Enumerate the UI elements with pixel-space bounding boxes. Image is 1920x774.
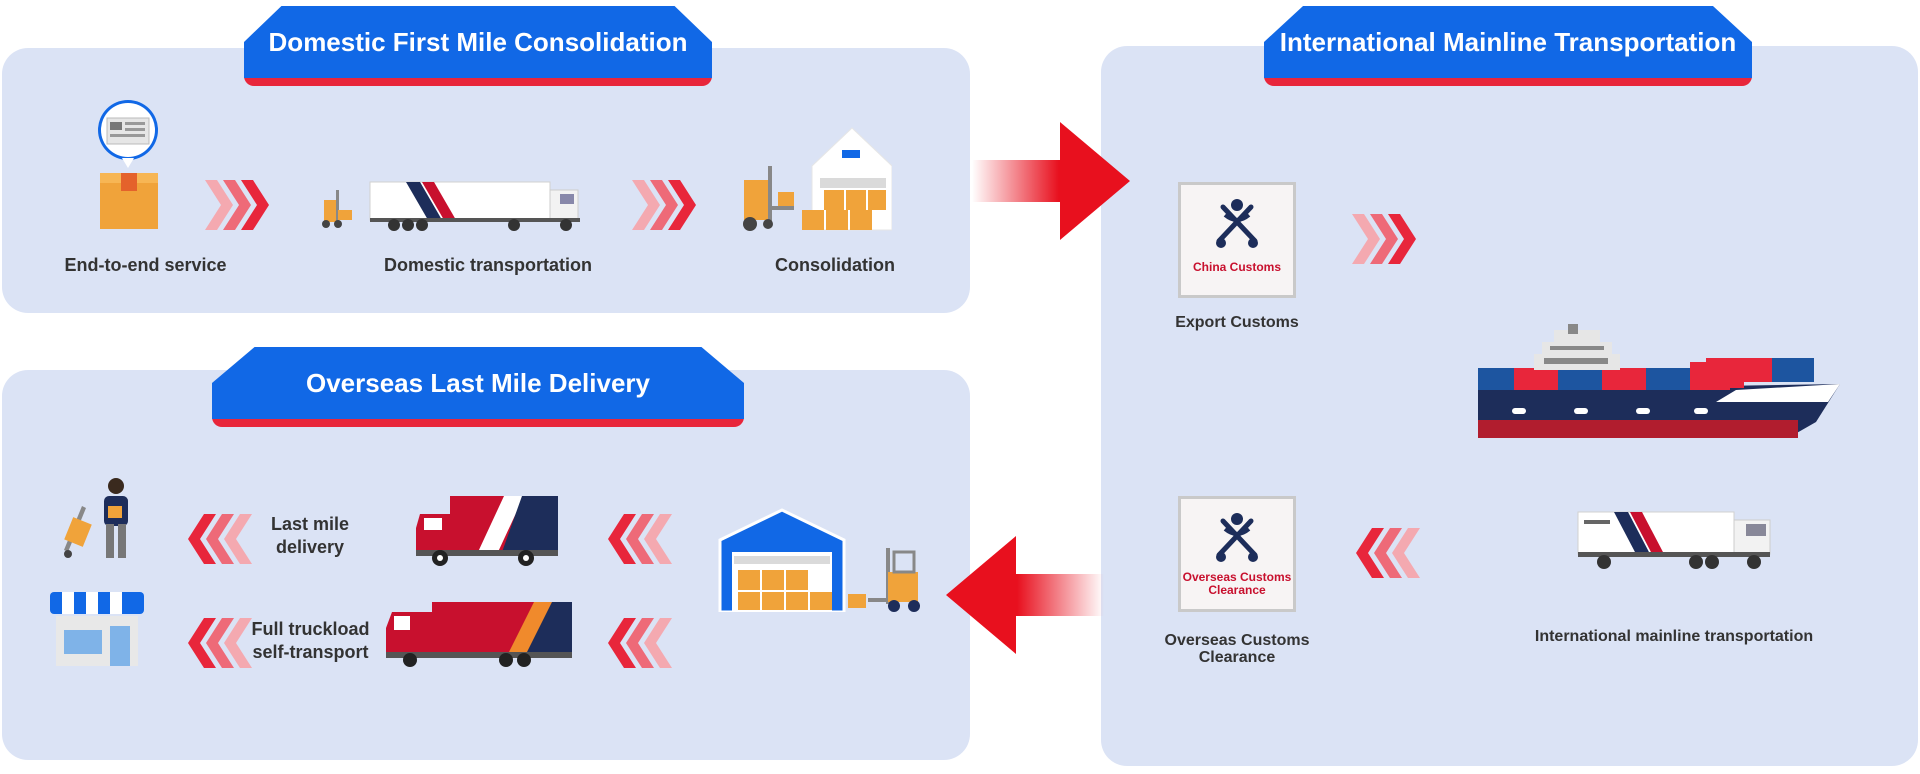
package-document-icon	[98, 100, 158, 229]
domestic-title: Domestic First Mile Consolidation	[244, 6, 712, 78]
overseas-customs-text: Overseas Customs Clearance	[1182, 570, 1292, 597]
overseas-customs-badge: Overseas Customs Clearance	[1178, 496, 1296, 612]
box-truck-icon	[416, 496, 558, 566]
semi-truck-forklift-icon	[322, 181, 580, 231]
customs-emblem-icon	[1216, 513, 1258, 562]
step-label-consolidation: Consolidation	[775, 255, 895, 275]
warehouse-forklift-icon	[743, 127, 892, 231]
overseas-title-tab: Overseas Last Mile Delivery	[212, 347, 744, 427]
domestic-panel	[2, 48, 970, 313]
international-title-tab: International Mainline Transportation	[1264, 6, 1752, 86]
international-title: International Mainline Transportation	[1264, 6, 1752, 78]
overseas-warehouse-forklift-icon	[718, 508, 920, 612]
chevron-right-icon	[632, 180, 696, 230]
mainline-label: International mainline transportation	[1534, 628, 1814, 645]
mainline-truck-icon	[1577, 511, 1771, 569]
heavy-truck-icon	[386, 602, 572, 667]
china-customs-badge: China Customs	[1178, 182, 1296, 298]
overseas-title: Overseas Last Mile Delivery	[212, 347, 744, 419]
step-label-end-to-end: End-to-end service	[64, 255, 227, 275]
courier-hand-truck-icon	[64, 478, 128, 558]
chevron-left-icon	[608, 618, 672, 668]
overseas-customs-label: Overseas Customs Clearance	[1164, 632, 1310, 666]
storefront-icon	[50, 592, 144, 666]
chevron-right-icon	[1352, 214, 1416, 264]
customs-emblem-icon	[1216, 199, 1258, 248]
cargo-ship-icon	[1478, 324, 1840, 438]
chevron-left-icon	[188, 514, 252, 564]
export-customs-label: Export Customs	[1175, 314, 1299, 331]
chevron-left-icon	[608, 514, 672, 564]
route-label-full-truckload: Full truckload self-transport	[251, 619, 370, 662]
chevron-left-icon	[1356, 528, 1420, 578]
flow-arrow-left-icon	[946, 536, 1104, 654]
chevron-right-icon	[205, 180, 269, 230]
flow-arrow-right-icon	[972, 122, 1130, 240]
route-label-last-mile: Last mile delivery	[270, 514, 350, 557]
domestic-title-tab: Domestic First Mile Consolidation	[244, 6, 712, 86]
china-customs-text: China Customs	[1192, 260, 1281, 274]
step-label-domestic-transportation: Domestic transportation	[383, 255, 593, 275]
chevron-left-icon	[188, 618, 252, 668]
